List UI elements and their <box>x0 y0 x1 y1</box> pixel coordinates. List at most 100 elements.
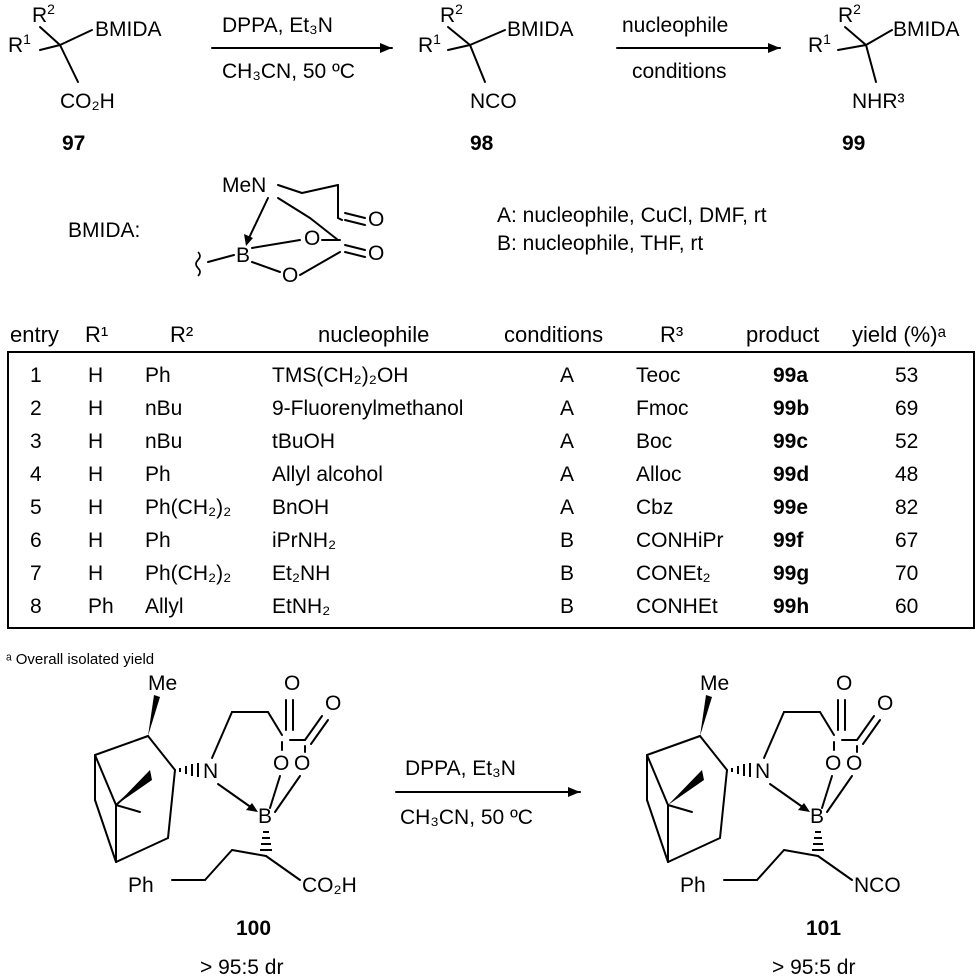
reagents-3-bottom: CH₃CN, 50 ºC <box>400 806 533 829</box>
header-product: product <box>746 322 819 347</box>
ester-o-2: O <box>282 264 298 287</box>
header-nucleophile: nucleophile <box>318 322 429 347</box>
r2-label-98: R2 <box>440 1 463 27</box>
cell-entry: 1 <box>30 364 42 387</box>
nco-label-98: NCO <box>470 90 517 113</box>
dr-label-101: > 95:5 dr <box>772 956 855 979</box>
reagents-1-bottom: CH₃CN, 50 ºC <box>222 60 355 83</box>
compound-100-structure: Me N O O O O B <box>94 672 357 979</box>
reaction-arrow-2: nucleophile conditions <box>616 14 781 83</box>
methyl-wedge-100 <box>148 695 160 736</box>
cell-conditions: A <box>560 364 574 387</box>
methyl-wedge-101 <box>700 695 712 736</box>
cell-r1: H <box>88 364 103 387</box>
table-footnote: ᵃ Overall isolated yield <box>6 651 154 668</box>
bmida-legend-label: BMIDA: <box>68 219 140 242</box>
cell-r1: H <box>88 496 103 519</box>
carbonyl-o-101-2: O <box>877 692 893 715</box>
cell-yield: 52 <box>895 430 918 453</box>
cell-r1: H <box>88 397 103 420</box>
reaction-arrow-1: DPPA, Et₃N CH₃CN, 50 ºC <box>211 14 393 83</box>
compound-label-99: 99 <box>842 132 865 155</box>
ester-o-100-1: O <box>273 752 289 775</box>
results-table: entry R¹ R² nucleophile conditions R³ pr… <box>6 322 975 668</box>
cell-nucleophile: EtNH₂ <box>272 595 330 618</box>
bmida-label-98: BMIDA <box>507 18 574 41</box>
boron-label: B <box>236 244 250 267</box>
cell-r2: Ph <box>145 364 171 387</box>
cell-r1: H <box>88 529 103 552</box>
cell-r1: H <box>88 562 103 585</box>
cell-r1: H <box>88 463 103 486</box>
dr-text-101: > 95:5 dr <box>772 956 855 979</box>
compound-label-98: 98 <box>470 132 494 155</box>
cell-r3: Cbz <box>636 496 673 519</box>
cell-nucleophile: TMS(CH₂)₂OH <box>272 364 408 387</box>
cell-conditions: A <box>560 463 574 486</box>
men-label: MeN <box>222 174 266 197</box>
cell-entry: 6 <box>30 529 42 552</box>
ester-o-101-1: O <box>825 752 841 775</box>
cell-yield: 67 <box>895 529 918 552</box>
cell-conditions: A <box>560 397 574 420</box>
cell-conditions: A <box>560 496 574 519</box>
header-yield: yield (%)ᵃ <box>852 322 947 347</box>
cell-conditions: B <box>560 562 574 585</box>
cell-product: 99e <box>773 496 808 519</box>
ph-label-101: Ph <box>680 874 706 897</box>
carbonyl-o-101-1: O <box>836 672 852 695</box>
cell-r3: CONEt₂ <box>636 562 711 585</box>
table-border <box>7 351 975 629</box>
boron-label-100: B <box>258 805 272 828</box>
table-header-row: entry R¹ R² nucleophile conditions R³ pr… <box>10 322 947 347</box>
reaction-arrow-3: DPPA, Et₃N CH₃CN, 50 ºC <box>395 757 581 829</box>
cell-product: 99d <box>773 463 809 486</box>
compound-99-structure: R2 R1 BMIDA NHR³ 99 <box>808 1 960 155</box>
cell-entry: 3 <box>30 430 42 453</box>
cell-entry: 5 <box>30 496 42 519</box>
cell-product: 99h <box>773 595 809 618</box>
r2-label-99: R2 <box>838 1 861 27</box>
cell-r2: Ph <box>145 529 171 552</box>
compound-97-structure: R2 R1 BMIDA CO₂H 97 <box>8 1 162 155</box>
r1-label-99: R1 <box>808 31 831 57</box>
co2h-label-97: CO₂H <box>60 90 115 113</box>
cell-conditions: B <box>560 529 574 552</box>
cell-conditions: A <box>560 430 574 453</box>
cell-conditions: B <box>560 595 574 618</box>
cell-r2: Ph(CH₂)₂ <box>145 496 231 519</box>
co2h-label-100: CO₂H <box>302 874 357 897</box>
header-r1: R¹ <box>85 322 108 347</box>
cell-r3: Fmoc <box>636 397 689 420</box>
me-label-100: Me <box>148 672 177 695</box>
bmida-label-97: BMIDA <box>95 18 162 41</box>
cell-entry: 7 <box>30 562 42 585</box>
dr-text-100: > 95:5 dr <box>200 956 283 979</box>
cell-nucleophile: 9-Fluorenylmethanol <box>272 397 463 420</box>
reagents-1-top: DPPA, Et₃N <box>222 14 333 37</box>
cell-r2: Allyl <box>145 595 184 618</box>
ester-o-1: O <box>304 227 320 250</box>
nhr3-label-99: NHR³ <box>852 90 905 113</box>
reagents-2-bottom: conditions <box>632 60 727 83</box>
bmida-label-99: BMIDA <box>893 18 960 41</box>
cell-nucleophile: BnOH <box>272 496 329 519</box>
header-conditions: conditions <box>504 322 603 347</box>
nco-label-101: NCO <box>854 874 901 897</box>
carbonyl-o-100-2: O <box>325 692 341 715</box>
cell-yield: 70 <box>895 562 918 585</box>
cell-r2: nBu <box>145 397 182 420</box>
boron-label-101: B <box>810 805 824 828</box>
ph-label-100: Ph <box>128 874 154 897</box>
compound-98-structure: R2 R1 BMIDA NCO 98 <box>418 1 574 155</box>
header-entry: entry <box>10 322 59 347</box>
reagents-2-top: nucleophile <box>622 14 728 37</box>
carbonyl-o-1: O <box>368 208 384 231</box>
cell-r3: Alloc <box>636 463 682 486</box>
cell-yield: 53 <box>895 364 918 387</box>
